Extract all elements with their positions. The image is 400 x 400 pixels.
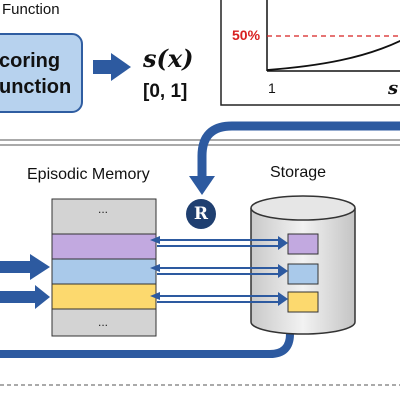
x-axis-label-fragment: s [388,78,399,99]
storage-item-yellow [287,291,319,313]
storage-item-blue [287,263,319,285]
link-purple [150,236,288,250]
memory-slot-yellow [51,283,157,310]
score-output-range: [0, 1] [143,81,188,102]
retrieve-badge: R [186,199,216,229]
link-yellow [150,292,288,306]
scoring-box-line1: coring [0,50,61,72]
x-tick-start: 1 [268,80,276,96]
scoring-box-line2: unction [0,76,72,98]
memory-slot-top [51,198,157,235]
storage-cylinder-top [250,195,356,221]
retrieve-flow-arrowhead [189,176,215,195]
retrieve-flow-arrow [197,121,400,178]
memory-slot-bottom [51,308,157,337]
score-curve [266,39,400,71]
plot-frame [220,0,400,106]
memory-slot-blue [51,258,157,285]
storage-title: Storage [270,164,327,181]
link-blue [150,264,288,278]
memory-ellipsis-bottom: ... [98,315,109,329]
episodic-memory-title: Episodic Memory [27,166,150,183]
score-output-symbol: s(x) [143,44,194,73]
threshold-label: 50% [232,27,261,43]
scoring-header-label: Function [2,1,60,18]
scoring-function-box [0,33,83,113]
memory-ellipsis-top: ... [98,202,109,216]
storage-item-purple [287,233,319,255]
input-arrow-1-head [30,254,50,280]
input-arrow-2-shaft [0,291,35,303]
input-arrow-2-head [35,285,50,309]
input-arrow-1-shaft [0,261,30,273]
memory-slot-purple [51,233,157,260]
score-output-arrow [93,53,131,81]
